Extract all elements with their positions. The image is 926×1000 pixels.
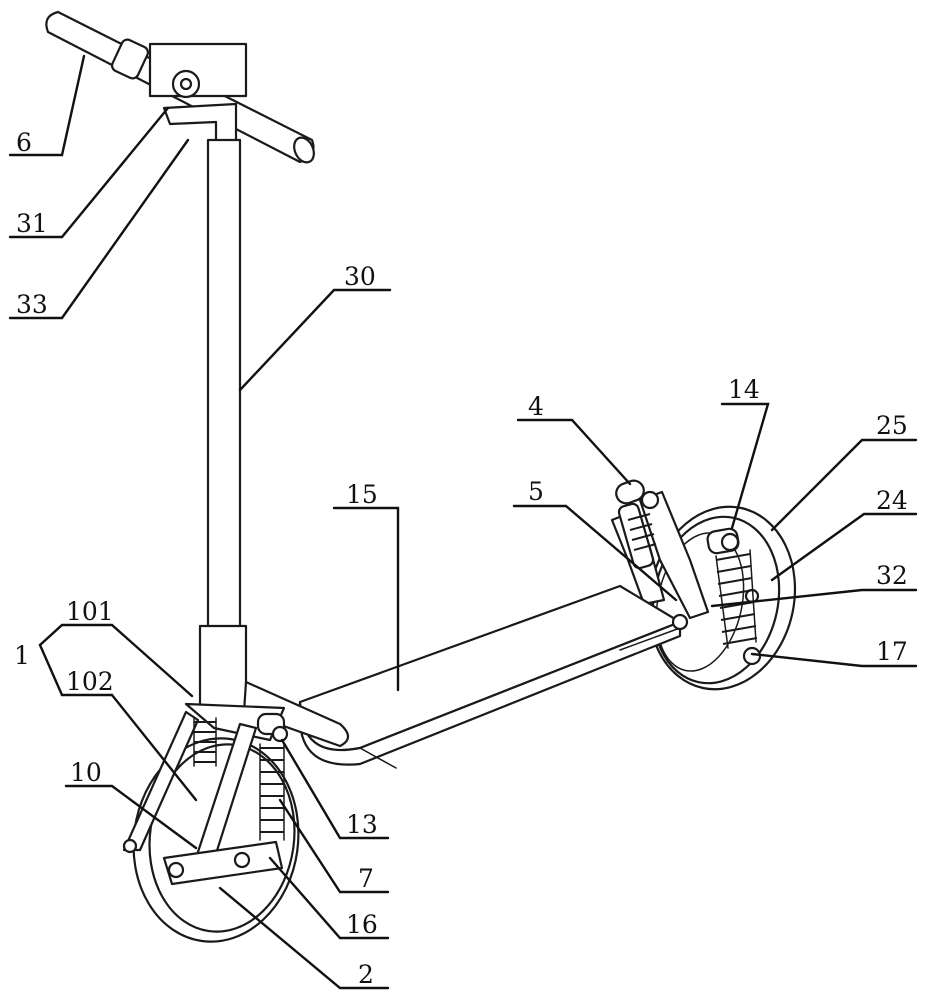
rear-upper-shock	[615, 479, 660, 570]
label-6: 6	[16, 128, 32, 157]
label-14: 14	[728, 375, 760, 404]
rear-shock-absorber	[706, 527, 762, 666]
label-31: 31	[16, 209, 48, 238]
label-10: 10	[70, 758, 102, 787]
stem-tube	[198, 138, 350, 748]
label-24: 24	[876, 486, 908, 515]
reference-labels: 6 31 33 30 1 101 102 10 13 7 16 2 15 4 5…	[14, 128, 908, 989]
label-1: 1	[14, 641, 30, 670]
label-15: 15	[346, 480, 378, 509]
handlebar	[45, 10, 315, 174]
label-7: 7	[358, 864, 374, 893]
label-25: 25	[876, 411, 908, 440]
leader-lines	[8, 54, 918, 990]
label-17: 17	[876, 637, 908, 666]
label-33: 33	[16, 290, 48, 319]
label-101: 101	[66, 597, 114, 626]
label-30: 30	[344, 262, 376, 291]
deck-board	[298, 584, 689, 769]
label-16: 16	[346, 910, 378, 939]
label-2: 2	[358, 960, 374, 989]
label-5: 5	[528, 477, 544, 506]
label-32: 32	[876, 561, 908, 590]
front-spring-left	[193, 717, 217, 767]
label-102: 102	[66, 667, 114, 696]
label-4: 4	[528, 392, 544, 421]
front-swing-arm	[162, 840, 284, 886]
label-13: 13	[346, 810, 378, 839]
